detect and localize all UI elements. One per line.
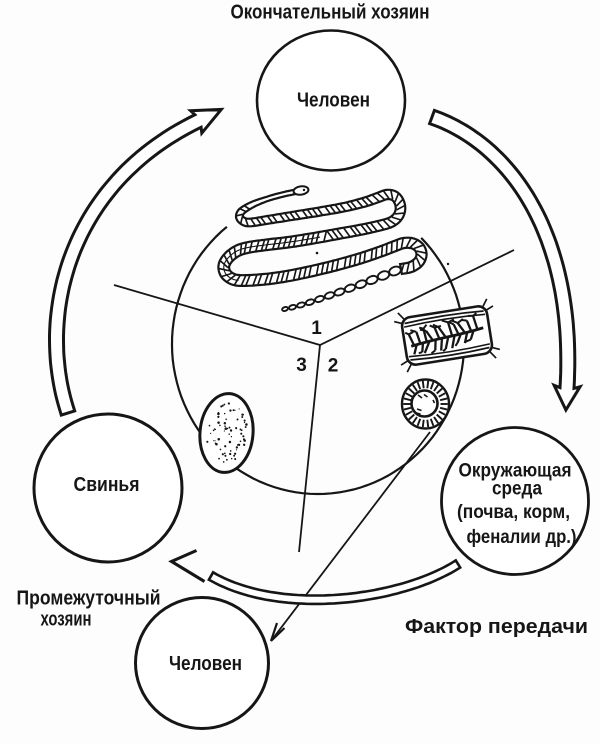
svg-text:Окончательный хозяин: Окончательный хозяин: [231, 2, 430, 24]
svg-text:1: 1: [311, 318, 322, 339]
svg-text:Человен: Человен: [297, 90, 370, 112]
svg-text:хозяин: хозяин: [41, 609, 92, 631]
svg-text:среда: среда: [492, 479, 542, 500]
svg-text:Промежуточный: Промежуточный: [17, 588, 161, 610]
svg-text:Фактор передачи: Фактор передачи: [405, 616, 588, 638]
svg-text:(почва, корм,: (почва, корм,: [457, 502, 570, 523]
svg-text:Свинья: Свинья: [74, 474, 140, 496]
svg-text:2: 2: [328, 356, 339, 377]
svg-text:феналии др.): феналии др.): [467, 527, 577, 548]
svg-text:Человен: Человен: [169, 653, 242, 675]
svg-text:3: 3: [296, 355, 307, 376]
